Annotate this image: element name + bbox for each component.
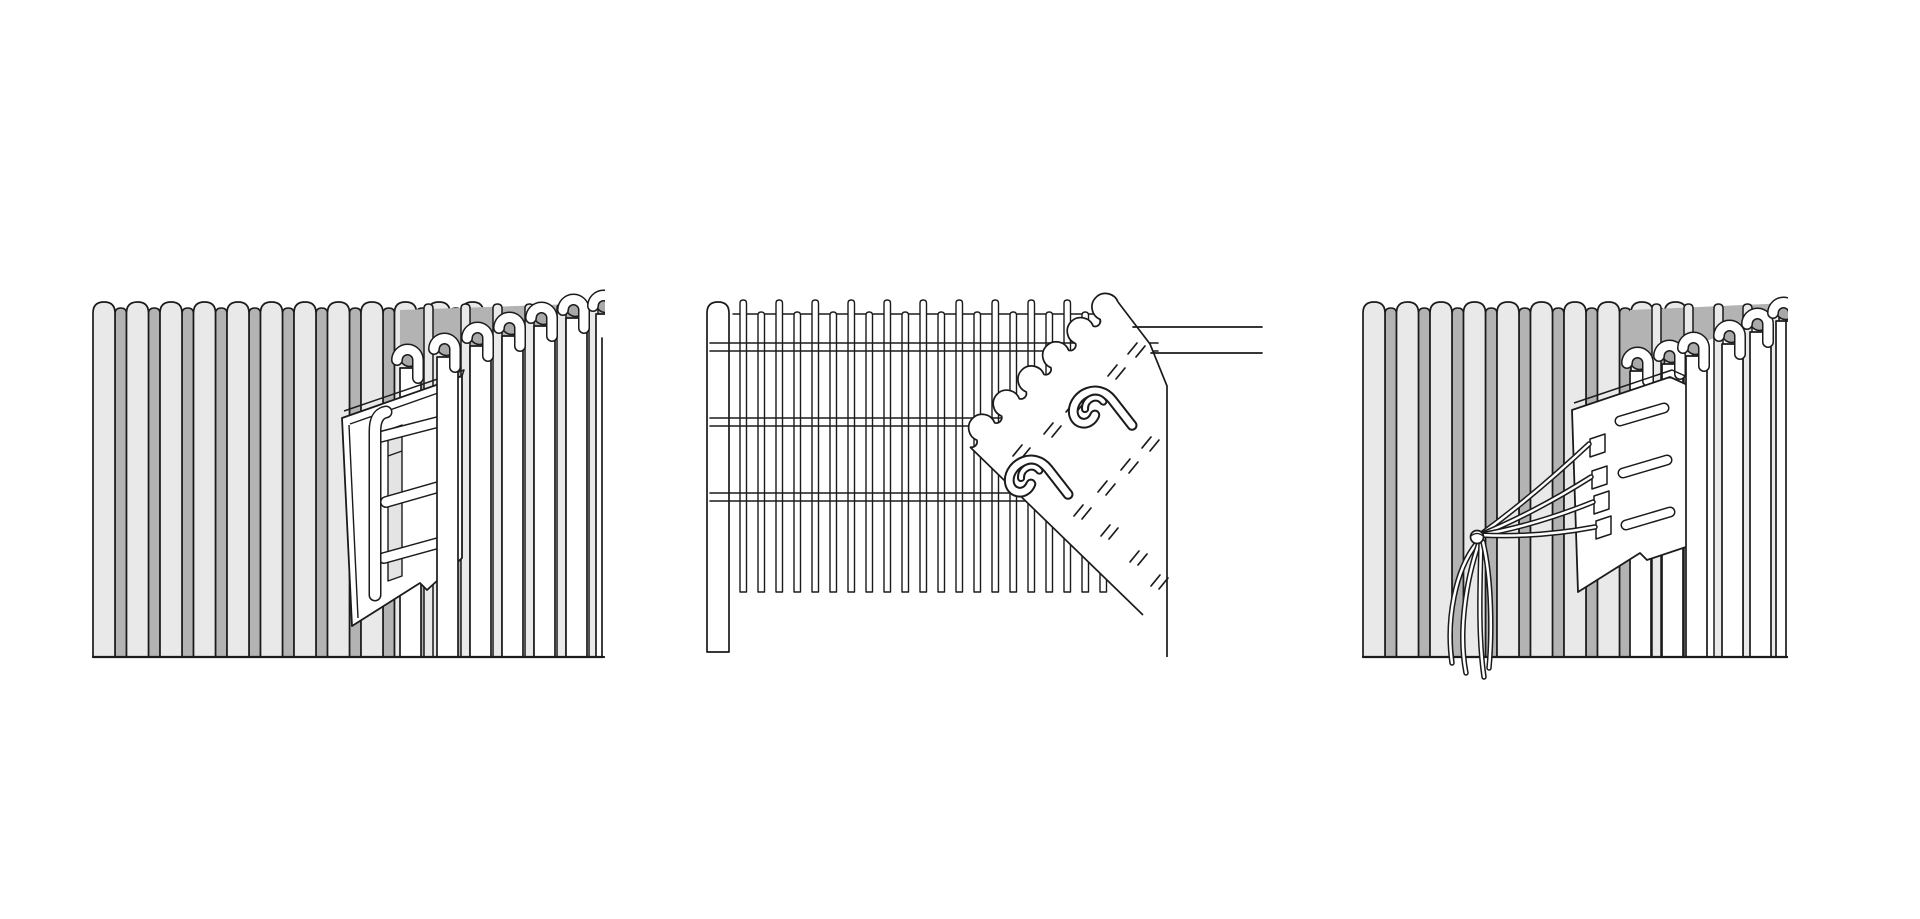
front-slat (428, 332, 461, 658)
continuing-wires (1132, 326, 1263, 354)
panel-fence-hook-plate (91, 289, 605, 659)
cord-group (1447, 441, 1598, 680)
hook-plate-card (341, 369, 465, 627)
card-slots (1614, 402, 1676, 531)
loose-slats (391, 289, 605, 658)
hanger-rod (368, 405, 393, 602)
panel-fence-tied-card (1361, 296, 1789, 680)
punched-card (1571, 369, 1695, 593)
wire-clip (1067, 385, 1138, 431)
wire-clip (1003, 454, 1074, 500)
hook-pegs (374, 415, 448, 564)
panel-wire-mesh-clips (706, 292, 1263, 657)
front-slat (1677, 331, 1710, 658)
detail-flap (967, 292, 1263, 657)
knot (1469, 529, 1485, 545)
ground-line (1361, 319, 1789, 659)
ground-line (91, 337, 605, 659)
